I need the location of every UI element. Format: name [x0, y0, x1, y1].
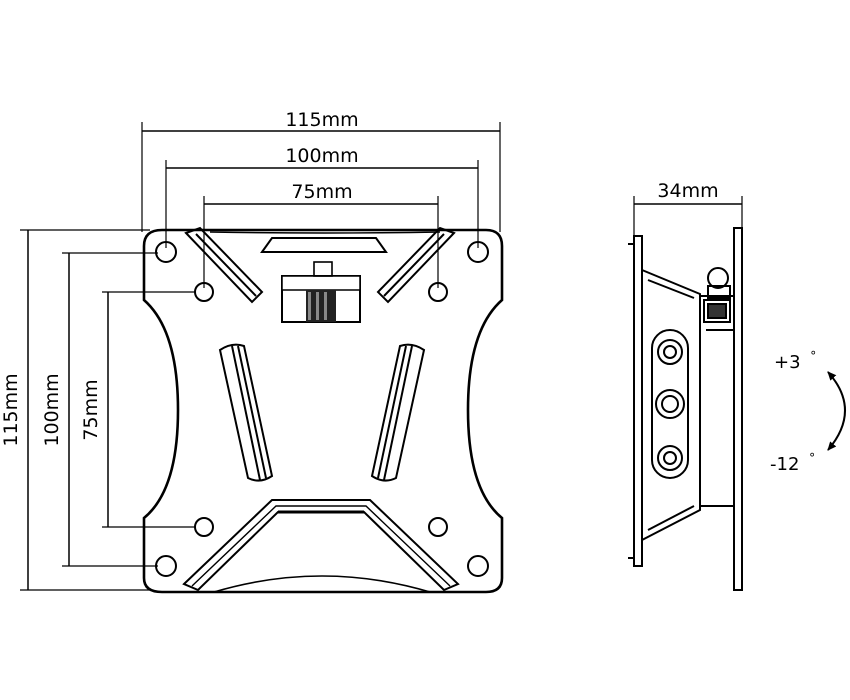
hole-100-bottom-left: [155, 555, 177, 577]
center-lock-clip: [281, 261, 361, 323]
tilt-down-degree: °: [809, 451, 815, 465]
dimension-width-mid: [165, 160, 479, 248]
hole-75-bottom-left: [194, 517, 214, 537]
dimension-height-inner: [102, 291, 196, 528]
label-height-mid: 100mm: [41, 373, 63, 446]
right-rib: [370, 343, 426, 482]
label-width-outer: 115mm: [285, 109, 358, 131]
dimension-depth: [633, 196, 743, 236]
hole-100-bottom-right: [467, 555, 489, 577]
mounting-plate-outline: [142, 228, 504, 594]
top-bracket-tab: [260, 237, 388, 253]
tilt-arrow: [827, 371, 846, 451]
label-height-outer: 115mm: [0, 373, 22, 446]
label-width-inner: 75mm: [291, 181, 352, 203]
mounting-holes: [155, 241, 489, 577]
tilt-arm: [641, 268, 701, 542]
label-height-inner: 75mm: [80, 379, 102, 440]
tilt-up-degree: °: [810, 349, 816, 363]
dimension-height-mid: [62, 252, 158, 567]
hole-75-top-left: [194, 282, 214, 302]
pivot-knobs: [651, 329, 689, 479]
dimension-height-outer: [20, 229, 150, 591]
side-view: [628, 196, 743, 591]
bottom-bracket: [182, 499, 460, 593]
dimension-width-outer: [141, 122, 501, 232]
pivot-knob-top: [657, 339, 683, 365]
label-depth: 34mm: [657, 180, 718, 202]
hole-75-top-right: [428, 282, 448, 302]
hole-100-top-right: [467, 241, 489, 263]
hole-100-top-left: [155, 241, 177, 263]
pivot-knob-bottom: [657, 445, 683, 471]
top-right-slot: [376, 226, 456, 304]
front-view: [20, 122, 504, 594]
tilt-down-value: -12: [770, 454, 799, 475]
label-tilt-up: +3 °: [774, 349, 816, 373]
pivot-knob-middle: [655, 389, 685, 419]
tv-bracket: [699, 267, 735, 507]
label-width-mid: 100mm: [285, 145, 358, 167]
hole-75-bottom-right: [428, 517, 448, 537]
left-rib: [218, 343, 274, 482]
top-left-slot: [184, 226, 264, 304]
tv-plate: [733, 227, 743, 591]
dimension-width-inner: [203, 196, 439, 288]
label-tilt-down: -12 °: [770, 451, 815, 475]
tilt-up-value: +3: [774, 352, 801, 373]
wall-plate: [628, 235, 643, 567]
